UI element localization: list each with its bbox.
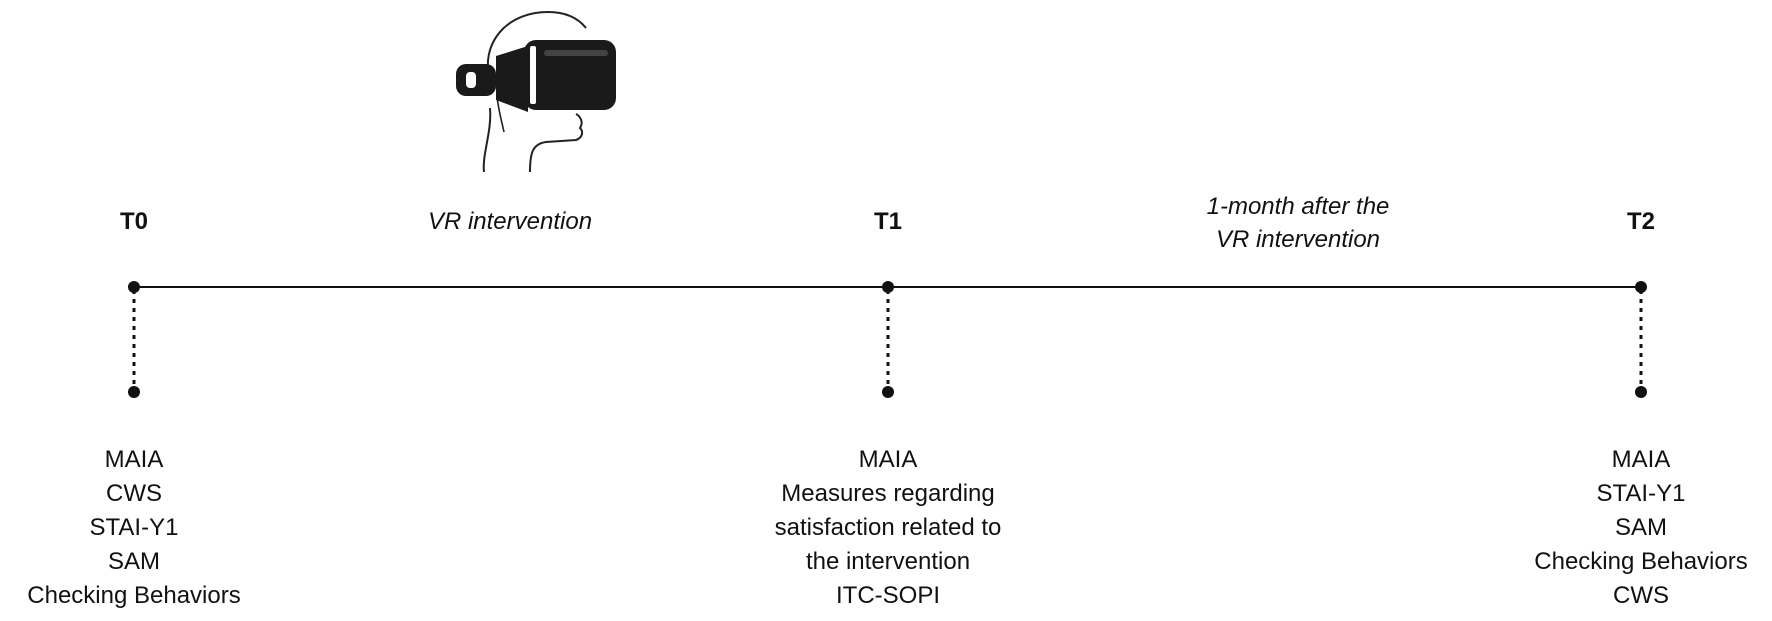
- measure-item: CWS: [1612, 582, 1669, 609]
- measure-item: Checking Behaviors: [1534, 548, 1748, 575]
- measure-dot-t2: [1635, 386, 1647, 398]
- measure-item: Checking Behaviors: [27, 582, 241, 609]
- timepoint-dot-t2: [1635, 281, 1647, 293]
- measure-item: Measures regarding: [781, 480, 995, 507]
- vr-headset-icon: [456, 10, 616, 173]
- timepoint-label-t1: T1: [873, 208, 903, 235]
- measure-item: SAM: [107, 548, 161, 575]
- timepoint-label-t2: T2: [1626, 208, 1656, 235]
- measure-item: SAM: [1614, 514, 1668, 541]
- measures-list-t2: MAIA STAI-Y1 SAM Checking Behaviors CWS: [1534, 443, 1747, 613]
- measure-item: STAI-Y1: [89, 514, 179, 541]
- measure-item: MAIA: [858, 446, 918, 473]
- measures-list-t1: MAIA Measures regarding satisfaction rel…: [775, 443, 1002, 613]
- phase-follow-up: 1-month after the VR intervention: [1206, 193, 1390, 253]
- phase-vr-intervention: VR intervention: [427, 208, 593, 235]
- measure-item: the intervention: [805, 548, 971, 575]
- measure-item: CWS: [105, 480, 162, 507]
- timepoint-dot-t1: [882, 281, 894, 293]
- measure-dot-t0: [128, 386, 140, 398]
- measure-item: MAIA: [1611, 446, 1671, 473]
- measure-item: satisfaction related to: [774, 514, 1002, 541]
- timepoint-label-t0: T0: [119, 208, 149, 235]
- measure-item: ITC-SOPI: [835, 582, 941, 609]
- measures-list-t0: MAIA CWS STAI-Y1 SAM Checking Behaviors: [27, 443, 240, 613]
- measure-item: MAIA: [104, 446, 164, 473]
- measure-item: STAI-Y1: [1596, 480, 1686, 507]
- timepoint-dot-t0: [128, 281, 140, 293]
- measure-dot-t1: [882, 386, 894, 398]
